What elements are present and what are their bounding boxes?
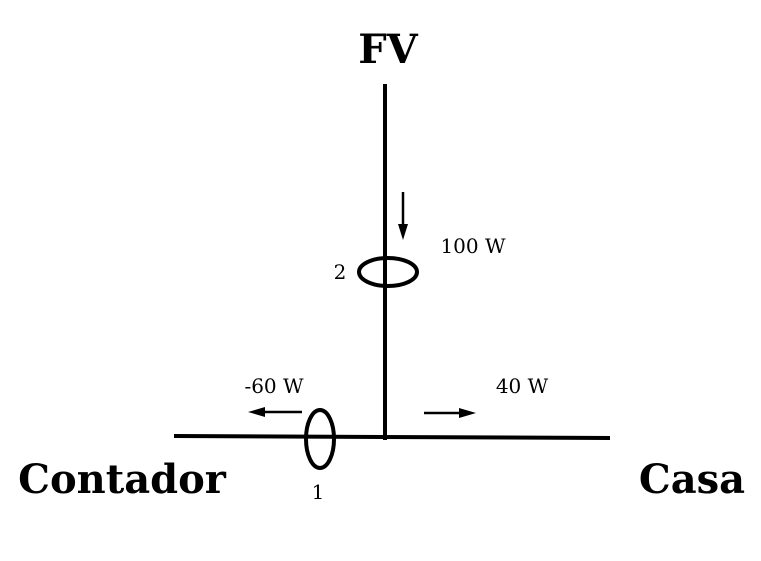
house-flow-value: 40 W — [496, 374, 549, 398]
sensor-2-clamp — [357, 256, 419, 288]
meter-flow-value: -60 W — [244, 374, 304, 398]
house-flow-arrow — [424, 408, 476, 418]
sensor-1-number: 1 — [312, 480, 325, 504]
house-label: Casa — [639, 456, 745, 503]
pv-flow-arrow — [398, 192, 408, 240]
pv-flow-value: 100 W — [440, 234, 506, 258]
sensor-2-number: 2 — [334, 260, 347, 284]
meter-label: Contador — [18, 456, 227, 503]
pv-label: FV — [358, 26, 418, 73]
sensor-1-clamp — [304, 408, 336, 470]
main-wire — [173, 434, 611, 440]
meter-flow-arrow — [248, 407, 302, 417]
